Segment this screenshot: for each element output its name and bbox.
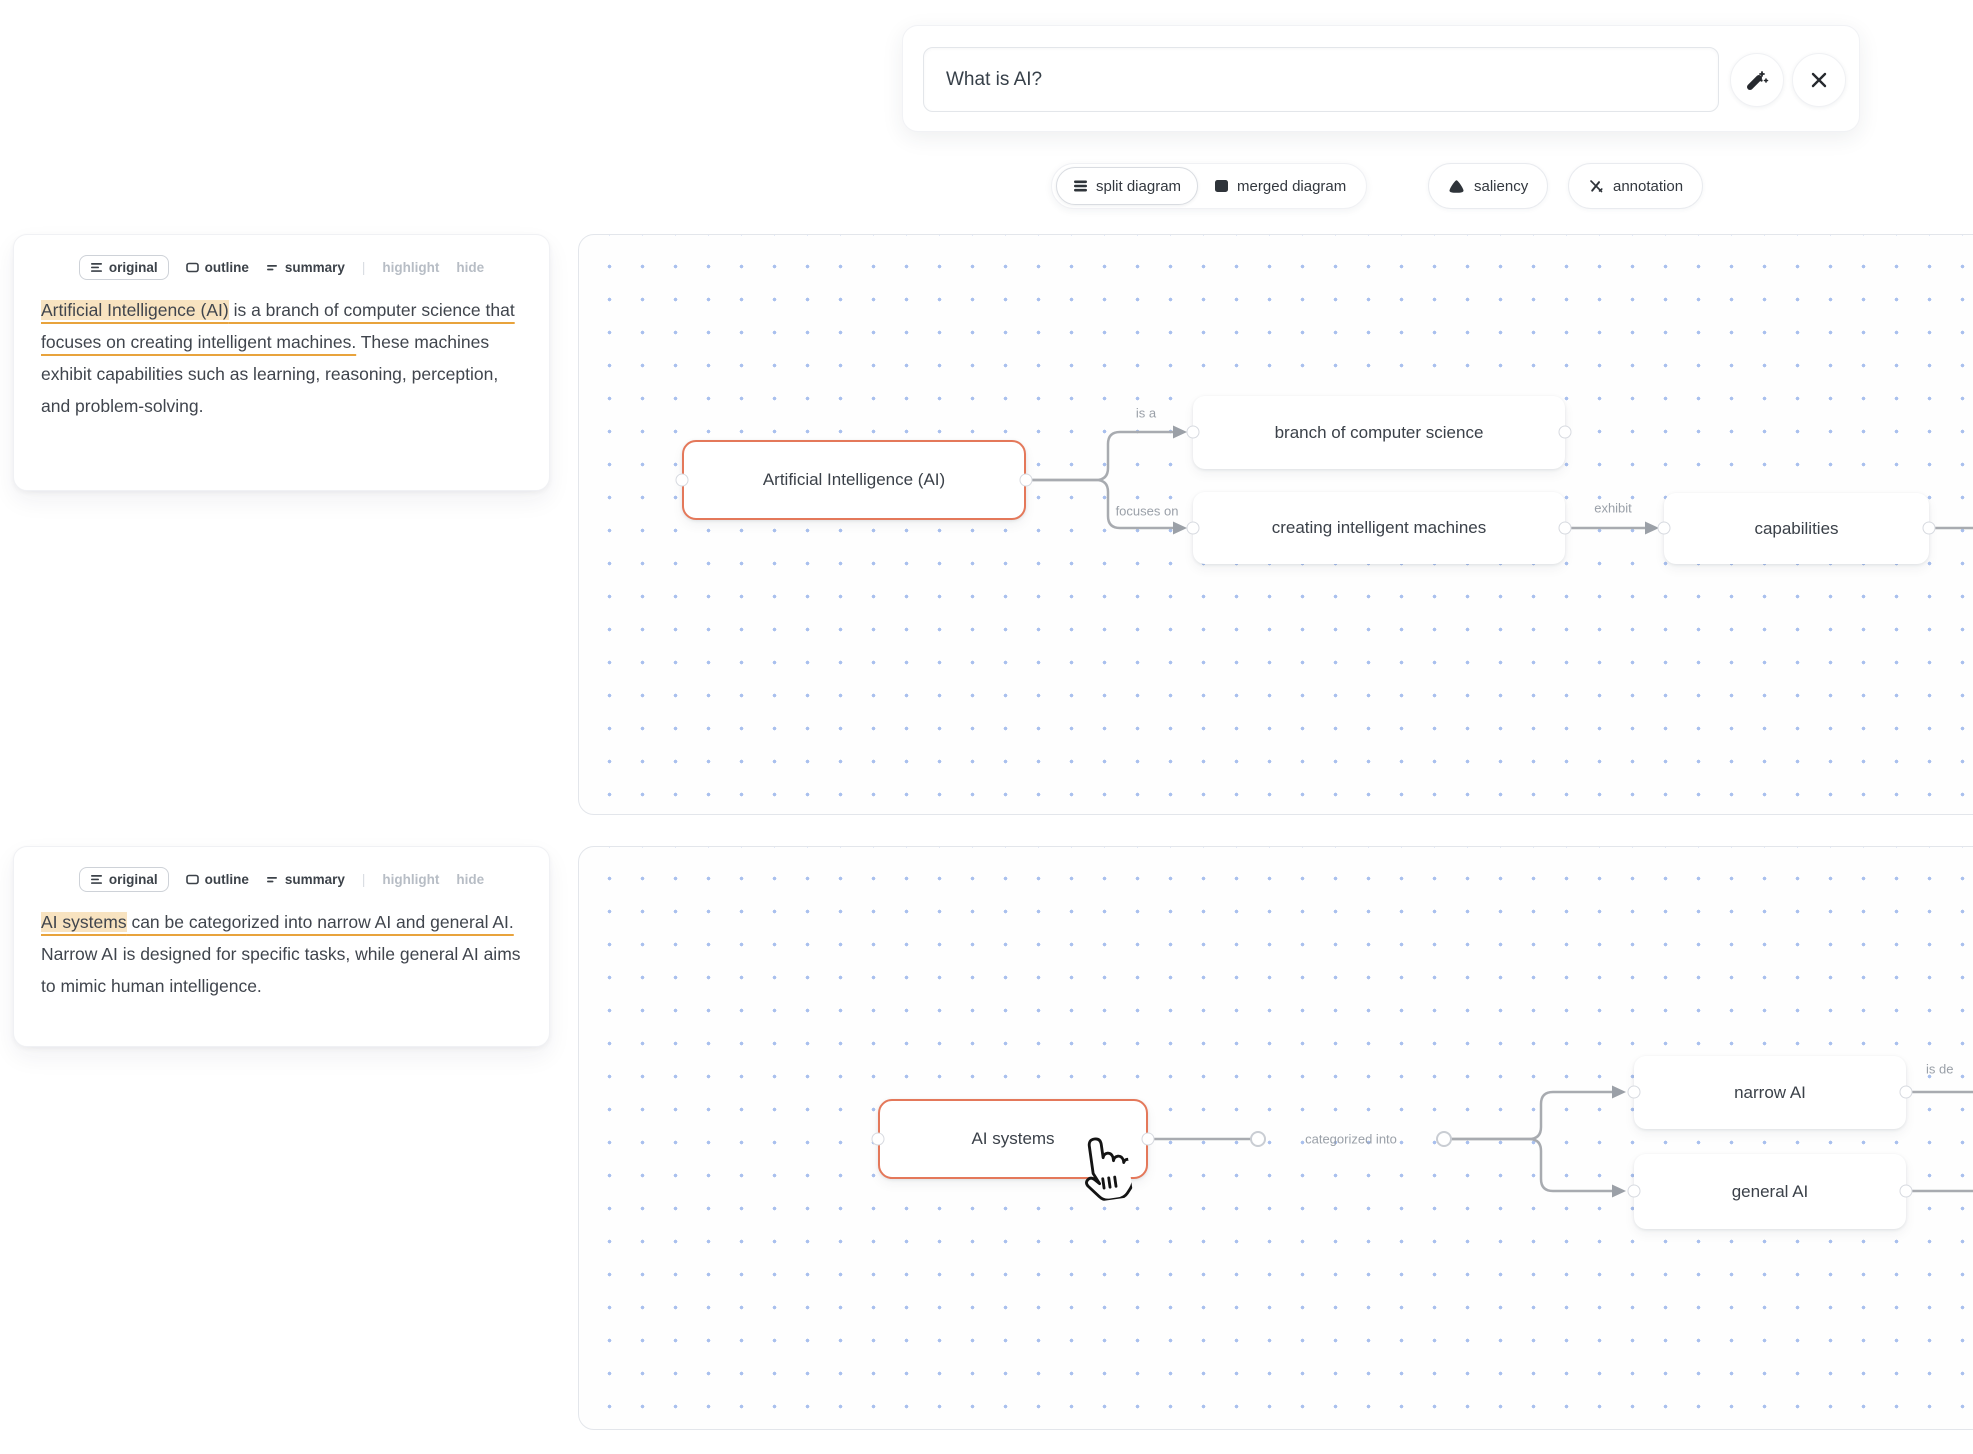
node-label: creating intelligent machines [1271,518,1487,537]
port-right[interactable] [1922,521,1936,535]
panel1-paragraph: Artificial Intelligence (AI) is a branch… [41,294,523,422]
diagram-canvas-1[interactable]: is a focuses on exhibit Artificial Intel… [578,234,1973,815]
tab-summary-label: summary [284,260,345,275]
edge-label-focuses-on: focuses on [1115,503,1179,519]
split-diagram-label: split diagram [1096,177,1182,195]
tab-outline-label: outline [204,260,249,275]
diagram-mode-toggle: split diagram merged diagram [1051,163,1368,209]
query-card [902,25,1860,132]
saliency-label: saliency [1474,177,1529,195]
tab-summary[interactable]: summary [266,872,345,887]
panel2-highlighted-span: AI systems [41,912,127,932]
annotation-slash-icon [1590,180,1603,193]
tab-outline[interactable]: outline [185,260,249,275]
node-general-ai[interactable]: general AI [1634,1154,1906,1229]
node-narrow-ai[interactable]: narrow AI [1634,1056,1906,1129]
merged-diagram-label: merged diagram [1237,177,1347,195]
tab-divider: | [361,260,366,275]
node-label: capabilities [1754,518,1839,538]
tab-hide-label: hide [456,872,485,887]
panel2-plain-span: Narrow AI is designed for specific tasks… [41,944,521,996]
port-right[interactable] [1141,1132,1155,1146]
node-capabilities[interactable]: capabilities [1664,493,1929,564]
node-ai-systems[interactable]: AI systems [878,1099,1148,1179]
tab-highlight[interactable]: highlight [382,872,439,887]
node-label: general AI [1731,1181,1809,1201]
panel1-highlighted-span: Artificial Intelligence (AI) [41,300,229,320]
panel2-tabs: original outline summary | highlight hid… [14,867,549,892]
tab-original-label: original [108,260,158,275]
edge-label-categorized-into: categorized into [1305,1131,1397,1147]
tab-hide-label: hide [456,260,485,275]
edge-label-is-a: is a [1135,405,1157,421]
tab-outline-label: outline [204,872,249,887]
original-text-icon [90,263,102,272]
close-button[interactable] [1792,53,1846,107]
source-text-panel-1: original outline summary | highlight hid… [13,234,550,491]
annotation-button[interactable]: annotation [1568,163,1704,209]
merged-diagram-button[interactable]: merged diagram [1198,167,1362,205]
port-left[interactable] [1186,521,1200,535]
saliency-button[interactable]: saliency [1428,163,1549,209]
tab-summary-label: summary [284,872,345,887]
node-branch-of-computer-science[interactable]: branch of computer science [1193,396,1565,469]
original-text-icon [90,875,102,884]
port-left[interactable] [1627,1085,1641,1099]
panel2-underlined-span: can be categorized into narrow AI and ge… [126,912,514,932]
edge-label-cut-off: is de [1926,1061,1954,1077]
tab-original[interactable]: original [78,867,169,892]
saliency-icon [1449,179,1464,193]
port-left[interactable] [675,473,689,487]
outline-icon [185,874,199,885]
port-right[interactable] [1558,425,1572,439]
split-diagram-button[interactable]: split diagram [1056,167,1199,205]
port-left[interactable] [1657,521,1671,535]
close-icon [1811,72,1827,88]
annotation-label: annotation [1613,177,1684,195]
tab-highlight-label: highlight [382,872,440,887]
tab-original[interactable]: original [78,255,169,280]
panel1-underlined-span: is a branch of computer science that foc… [41,300,515,352]
split-diagram-icon [1074,180,1087,192]
summary-icon [266,265,277,271]
query-input[interactable] [923,47,1719,112]
panel2-paragraph: AI systems can be categorized into narro… [41,906,523,1002]
diagram1-edges [1026,425,1973,535]
merged-diagram-icon [1215,180,1229,192]
tab-highlight-label: highlight [382,260,440,275]
panel1-plain-span: These machines exhibit capabilities such… [41,332,499,416]
tab-outline[interactable]: outline [185,872,249,887]
node-label: Artificial Intelligence (AI) [762,470,946,489]
port-right[interactable] [1558,521,1572,535]
tab-original-label: original [108,872,158,887]
port-left[interactable] [871,1132,885,1146]
source-text-panel-2: original outline summary | highlight hid… [13,846,550,1047]
summary-icon [266,877,277,883]
tab-hide[interactable]: hide [456,260,484,275]
node-creating-intelligent-machines[interactable]: creating intelligent machines [1193,492,1565,564]
tab-hide[interactable]: hide [456,872,484,887]
node-artificial-intelligence[interactable]: Artificial Intelligence (AI) [682,440,1026,520]
magic-wand-button[interactable] [1730,53,1784,107]
edge-label-exhibit: exhibit [1594,500,1632,516]
port-right[interactable] [1019,473,1033,487]
tab-divider: | [361,872,366,887]
magic-wand-icon [1747,71,1769,90]
node-label: branch of computer science [1274,422,1484,442]
diagram2-edges [1148,1085,1973,1198]
port-right[interactable] [1899,1085,1913,1099]
diagram-canvas-2[interactable]: categorized into is de AI systems narrow… [578,846,1973,1430]
tab-summary[interactable]: summary [266,260,345,275]
port-left[interactable] [1627,1184,1641,1198]
outline-icon [185,262,199,273]
tab-highlight[interactable]: highlight [382,260,439,275]
port-right[interactable] [1899,1184,1913,1198]
node-label: narrow AI [1734,1082,1806,1102]
panel1-tabs: original outline summary | highlight hid… [14,255,549,280]
port-left[interactable] [1186,425,1200,439]
node-label: AI systems [971,1129,1055,1148]
